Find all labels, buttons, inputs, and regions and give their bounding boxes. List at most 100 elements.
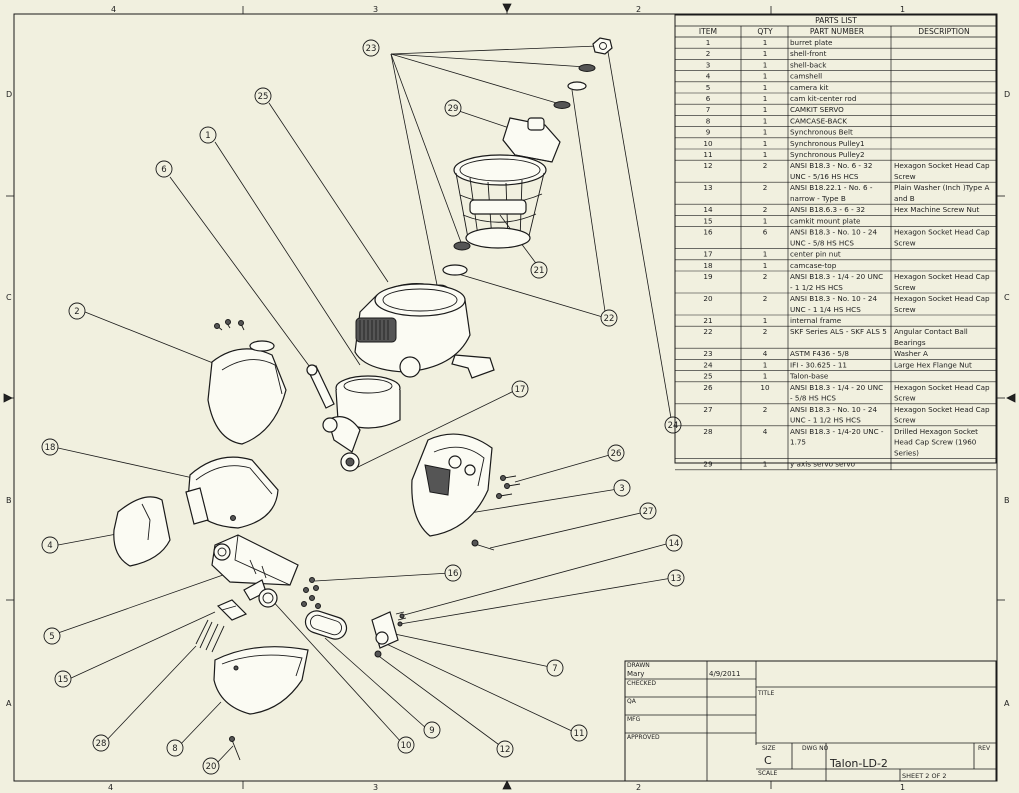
- balloon-label: 2: [74, 307, 79, 317]
- cell-item: 1: [706, 38, 711, 47]
- cell-part-number: Synchronous Pulley2: [790, 150, 865, 159]
- cell-qty: 1: [763, 372, 768, 381]
- parts-list-table: PARTS LIST ITEM QTY PART NUMBER DESCRIPT…: [674, 14, 997, 471]
- cell-qty: 1: [763, 261, 768, 270]
- zone-bottom-2: 2: [636, 783, 641, 792]
- balloon-label: 22: [604, 314, 615, 324]
- cell-qty: 1: [763, 128, 768, 137]
- part-washers-23: [553, 64, 596, 109]
- cell-part-number: internal frame: [790, 316, 842, 325]
- cell-item: 20: [703, 294, 713, 303]
- balloon-item: 2: [68, 302, 86, 320]
- balloon-label: 14: [669, 539, 680, 549]
- cell-part-number: cam kit-center rod: [790, 94, 856, 103]
- cell-description: Hex Machine Screw Nut: [894, 205, 979, 214]
- balloon-label: 3: [619, 484, 624, 494]
- balloon-circle: [511, 380, 529, 398]
- dwg-no-label: DWG NO: [802, 745, 829, 752]
- balloon-item: 22: [600, 309, 618, 327]
- balloon-item: 17: [511, 380, 529, 398]
- sheet-border: [13, 13, 998, 782]
- title-block: DRAWN Mary 4/9/2011 CHECKED QA MFG APPRO…: [624, 660, 997, 782]
- cell-description: Washer A: [894, 349, 928, 358]
- cell-item: 5: [706, 83, 711, 92]
- cell-qty: 1: [763, 139, 768, 148]
- cell-part-number: y axis servo servo: [790, 460, 855, 469]
- cell-description: Screw: [894, 238, 916, 247]
- cell-part-number: camera kit: [790, 83, 829, 92]
- balloon-item: 28: [92, 734, 110, 752]
- cell-part-number: ANSI B18.6.3 - 6 - 32: [790, 205, 865, 214]
- zone-bottom-3: 3: [373, 783, 378, 792]
- balloon-label: 27: [643, 507, 654, 517]
- cell-qty: 4: [763, 427, 768, 436]
- balloon-item: 13: [667, 569, 685, 587]
- cell-item: 3: [706, 60, 711, 69]
- part-servo-29: [502, 117, 561, 169]
- balloon-circle: [607, 444, 625, 462]
- cell-qty: 2: [763, 294, 768, 303]
- cell-description: Hexagon Socket Head Cap: [894, 405, 990, 414]
- cell-item: 22: [703, 327, 712, 336]
- balloon-circle: [570, 724, 588, 742]
- balloon-label: 6: [161, 165, 166, 175]
- title-label: TITLE: [757, 690, 774, 697]
- zone-ticks: [3, 3, 1016, 790]
- cell-description: Drilled Hexagon Socket: [894, 427, 978, 436]
- cell-item: 4: [706, 72, 711, 81]
- header-part-number: PART NUMBER: [810, 27, 865, 36]
- balloon-item: 11: [570, 724, 588, 742]
- cell-part-number: camcase-top: [790, 261, 837, 270]
- cell-qty: 1: [763, 72, 768, 81]
- balloon-circle: [613, 479, 631, 497]
- approved-label: APPROVED: [627, 734, 660, 741]
- cell-qty: 4: [763, 349, 768, 358]
- balloon-circle: [54, 670, 72, 688]
- balloon-label: 23: [366, 44, 377, 54]
- rev-label: REV: [978, 745, 991, 752]
- balloon-label: 12: [500, 745, 511, 755]
- part-camcase-back-8: [213, 646, 309, 715]
- cell-description: Screw: [894, 416, 916, 425]
- part-shell-back-3: [411, 433, 493, 537]
- cell-qty: 1: [763, 116, 768, 125]
- cell-part-number: ANSI B18.22.1 - No. 6 -: [790, 183, 873, 192]
- balloon-circle: [68, 302, 86, 320]
- zone-right-c: C: [1004, 293, 1010, 302]
- balloon-item: 23: [362, 39, 380, 57]
- balloon-circle: [639, 502, 657, 520]
- cell-qty: 1: [763, 316, 768, 325]
- part-burret-plate-1: [322, 375, 401, 453]
- cell-part-number: - 5/8 HS HCS: [790, 394, 836, 403]
- cell-item: 28: [703, 427, 713, 436]
- balloon-circle: [664, 416, 682, 434]
- zone-top-3: 3: [373, 5, 378, 14]
- balloon-item: 21: [530, 261, 548, 279]
- zone-left-d: D: [6, 90, 12, 99]
- exploded-view: [57, 37, 673, 765]
- cell-qty: 1: [763, 38, 768, 47]
- qa-label: QA: [627, 698, 637, 705]
- cell-part-number: CAMCASE-BACK: [790, 116, 847, 125]
- cell-part-number: ANSI B18.3 - No. 10 - 24: [790, 228, 877, 237]
- part-belt-9: [304, 610, 348, 640]
- balloon-label: 24: [668, 421, 679, 431]
- cell-part-number: UNC - 1 1/2 HS HCS: [790, 416, 861, 425]
- balloon-label: 11: [574, 729, 585, 739]
- cell-description: Screw: [894, 394, 916, 403]
